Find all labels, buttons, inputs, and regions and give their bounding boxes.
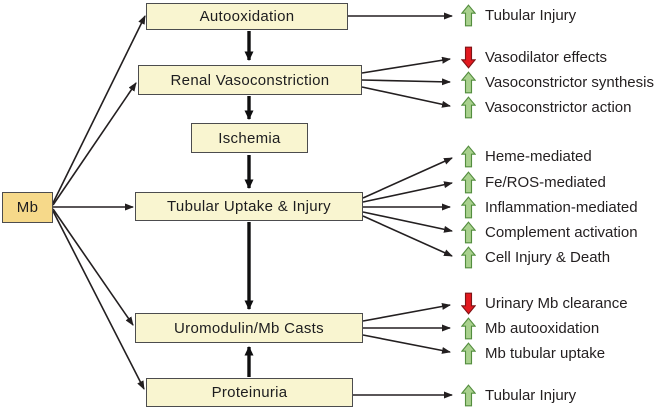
decrease-arrow-icon bbox=[461, 292, 476, 315]
node-uromodulin-mb-casts: Uromodulin/Mb Casts bbox=[135, 313, 363, 343]
outcome-label: Tubular Injury bbox=[485, 387, 577, 404]
outcome-mb-autooxidation: Mb autooxidation bbox=[461, 317, 599, 340]
outcome-label: Heme-mediated bbox=[485, 148, 592, 165]
increase-arrow-icon bbox=[461, 221, 476, 244]
node-renal-vasoconstriction: Renal Vasoconstriction bbox=[138, 65, 362, 95]
outcome-label: Tubular Injury bbox=[485, 7, 577, 24]
outcome-cell-injury-death: Cell Injury & Death bbox=[461, 246, 610, 269]
increase-arrow-icon bbox=[461, 246, 476, 269]
outcome-label: Mb autooxidation bbox=[485, 320, 600, 337]
outcome-vasoconstrictor-synthesis: Vasoconstrictor synthesis bbox=[461, 71, 654, 94]
outcome-label: Vasodilator effects bbox=[485, 49, 608, 66]
outcome-label: Vasoconstrictor synthesis bbox=[485, 74, 654, 91]
increase-arrow-icon bbox=[461, 171, 476, 194]
outcome-complement-activation: Complement activation bbox=[461, 221, 638, 244]
outcome-label: Urinary Mb clearance bbox=[485, 295, 628, 312]
node-ischemia: Ischemia bbox=[191, 123, 308, 153]
increase-arrow-icon bbox=[461, 145, 476, 168]
outcome-label: Complement activation bbox=[485, 224, 638, 241]
node-mb: Mb bbox=[2, 192, 53, 223]
outcome-tubular-injury-bottom: Tubular Injury bbox=[461, 384, 576, 407]
increase-arrow-icon bbox=[461, 4, 476, 27]
node-proteinuria: Proteinuria bbox=[146, 378, 353, 407]
outcome-vasodilator-effects: Vasodilator effects bbox=[461, 46, 607, 69]
increase-arrow-icon bbox=[461, 317, 476, 340]
outcome-vasoconstrictor-action: Vasoconstrictor action bbox=[461, 96, 631, 119]
outcome-tubular-injury-top: Tubular Injury bbox=[461, 4, 576, 27]
outcome-label: Mb tubular uptake bbox=[485, 345, 606, 362]
increase-arrow-icon bbox=[461, 71, 476, 94]
outcome-urinary-mb-clearance: Urinary Mb clearance bbox=[461, 292, 628, 315]
outcome-fe-ros-mediated: Fe/ROS-mediated bbox=[461, 171, 606, 194]
outcome-mb-tubular-uptake: Mb tubular uptake bbox=[461, 342, 605, 365]
increase-arrow-icon bbox=[461, 384, 476, 407]
node-tubular-uptake-injury: Tubular Uptake & Injury bbox=[135, 192, 363, 221]
outcome-label: Vasoconstrictor action bbox=[485, 99, 632, 116]
decrease-arrow-icon bbox=[461, 46, 476, 69]
outcome-heme-mediated: Heme-mediated bbox=[461, 145, 592, 168]
increase-arrow-icon bbox=[461, 96, 476, 119]
outcome-label: Inflammation-mediated bbox=[485, 199, 638, 216]
outcome-label: Fe/ROS-mediated bbox=[485, 174, 606, 191]
outcome-inflammation-mediated: Inflammation-mediated bbox=[461, 196, 638, 219]
node-autooxidation: Autooxidation bbox=[146, 3, 348, 30]
increase-arrow-icon bbox=[461, 342, 476, 365]
outcome-label: Cell Injury & Death bbox=[485, 249, 611, 266]
increase-arrow-icon bbox=[461, 196, 476, 219]
